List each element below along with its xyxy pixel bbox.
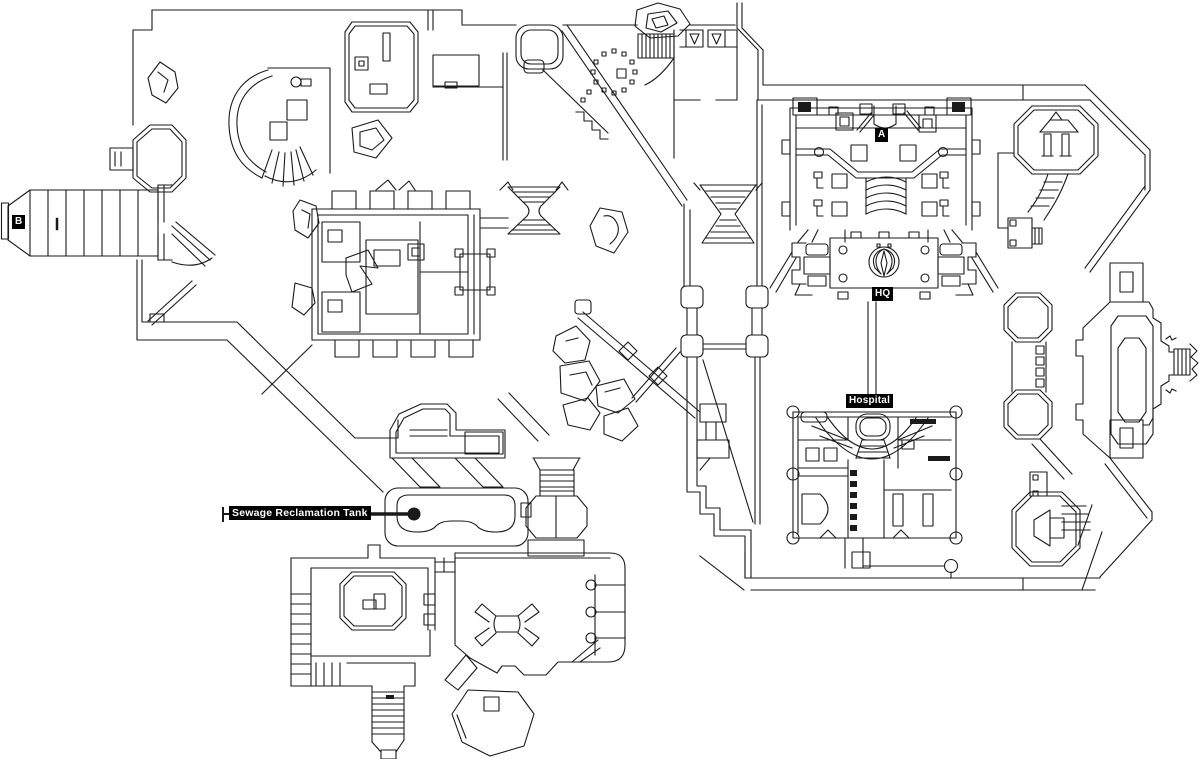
map-label-hospital: Hospital	[846, 394, 894, 408]
map-label-sewage-reclamation-tank: Sewage Reclamation Tank	[229, 506, 371, 520]
left-octagon-room	[109, 61, 187, 193]
sewage-tank-marker-dot	[407, 507, 421, 521]
map-label-hq: HQ	[872, 287, 894, 301]
outer-walls-northeast	[757, 84, 1151, 273]
east-octagon-chain	[997, 105, 1099, 567]
outer-walls-south	[744, 551, 1101, 591]
top-middle-hall	[515, 2, 764, 207]
fortress-a	[781, 97, 981, 243]
bridge-structure-b	[0, 184, 216, 267]
hospital-building	[786, 405, 963, 579]
corridor-columns	[552, 99, 769, 591]
sewage-label-leader	[222, 507, 421, 522]
sewage-tank-area	[384, 392, 639, 557]
hq-platform	[769, 231, 999, 397]
outer-walls-west	[132, 9, 517, 493]
bottom-left-buildings	[290, 544, 626, 759]
spiral-stair-building	[228, 21, 508, 187]
central-warehouse	[261, 179, 629, 395]
map-label-a: A	[875, 128, 889, 142]
ship-dock	[1075, 262, 1199, 591]
map-label-b: B	[12, 215, 26, 229]
